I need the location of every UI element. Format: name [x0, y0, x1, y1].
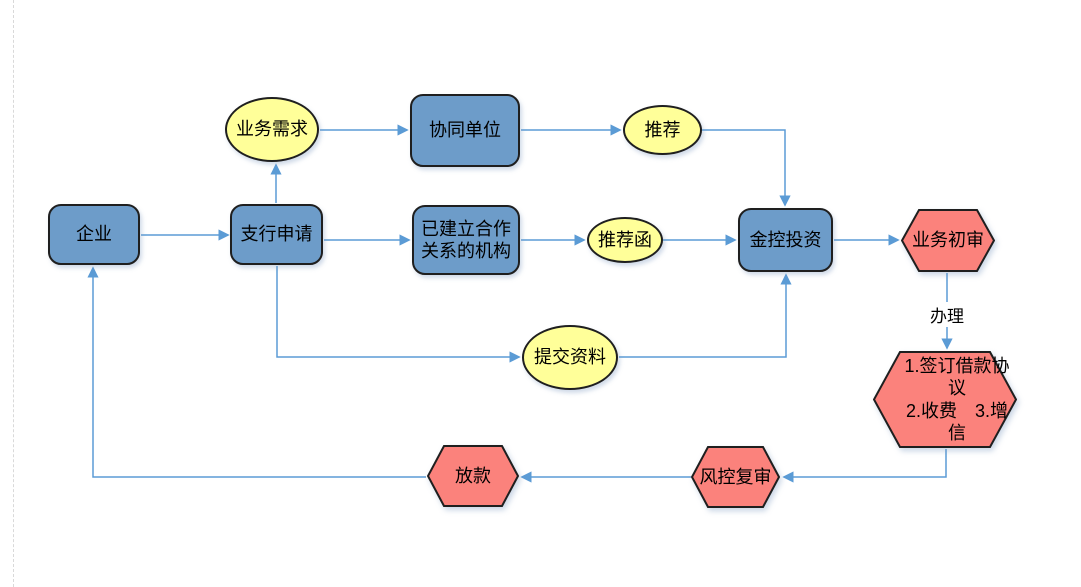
node-business-preliminary-review: 业务初审: [901, 209, 995, 272]
hexagon-shape: [691, 446, 780, 508]
node-recommend-letter: 推荐函: [587, 217, 663, 263]
node-business-demand-label: 业务需求: [236, 119, 308, 140]
node-sign-agreement-label: 1.签订借款协议 2.收费 3.增信: [873, 351, 1017, 448]
edge-loan-to-enterprise: [87, 266, 426, 478]
node-risk-control-review-label: 风控复审: [699, 466, 772, 487]
node-loan-disbursement: 放款: [427, 445, 519, 507]
edge-branch-to-submit-materials: [276, 266, 521, 363]
page-margin-guide-line: [13, 0, 14, 587]
node-partner-institution-label: 已建立合作关系的机构: [421, 218, 511, 262]
sign-agreement-line1: 1.签订借款协议: [904, 355, 1010, 399]
node-jinkong-investment-label: 金控投资: [749, 229, 822, 250]
node-business-demand: 业务需求: [225, 97, 319, 162]
node-recommend-letter-label: 推荐函: [598, 229, 652, 250]
node-loan-disbursement-label: 放款: [455, 465, 491, 486]
edge-submit-materials-to-jinkong: [619, 273, 792, 358]
node-synergy-unit-label: 协同单位: [429, 120, 501, 141]
hexagon-shape: [873, 351, 1017, 448]
node-risk-control-review: 风控复审: [691, 446, 780, 508]
node-partner-institution: 已建立合作关系的机构: [412, 205, 520, 275]
node-business-preliminary-review-label: 业务初审: [912, 230, 984, 251]
node-sign-agreement: 1.签订借款协议 2.收费 3.增信: [873, 351, 1017, 448]
sign-agreement-line2: 2.收费 3.增信: [905, 400, 1009, 444]
node-submit-materials: 提交资料: [522, 325, 618, 390]
node-recommend: 推荐: [623, 105, 702, 155]
node-submit-materials-label: 提交资料: [534, 347, 606, 368]
node-branch-application: 支行申请: [230, 204, 323, 265]
node-recommend-label: 推荐: [644, 119, 681, 140]
edge-recommend-to-jinkong: [702, 129, 791, 207]
hexagon-shape: [427, 445, 519, 507]
node-jinkong-investment: 金控投资: [738, 208, 833, 272]
hexagon-shape: [901, 209, 995, 272]
node-enterprise-label: 企业: [76, 224, 112, 245]
node-enterprise: 企业: [48, 204, 140, 265]
node-branch-application-label: 支行申请: [240, 224, 313, 245]
edge-label-process: 办理: [927, 302, 967, 327]
node-synergy-unit: 协同单位: [410, 94, 520, 167]
edge-sign-to-risk-review: [782, 449, 947, 483]
